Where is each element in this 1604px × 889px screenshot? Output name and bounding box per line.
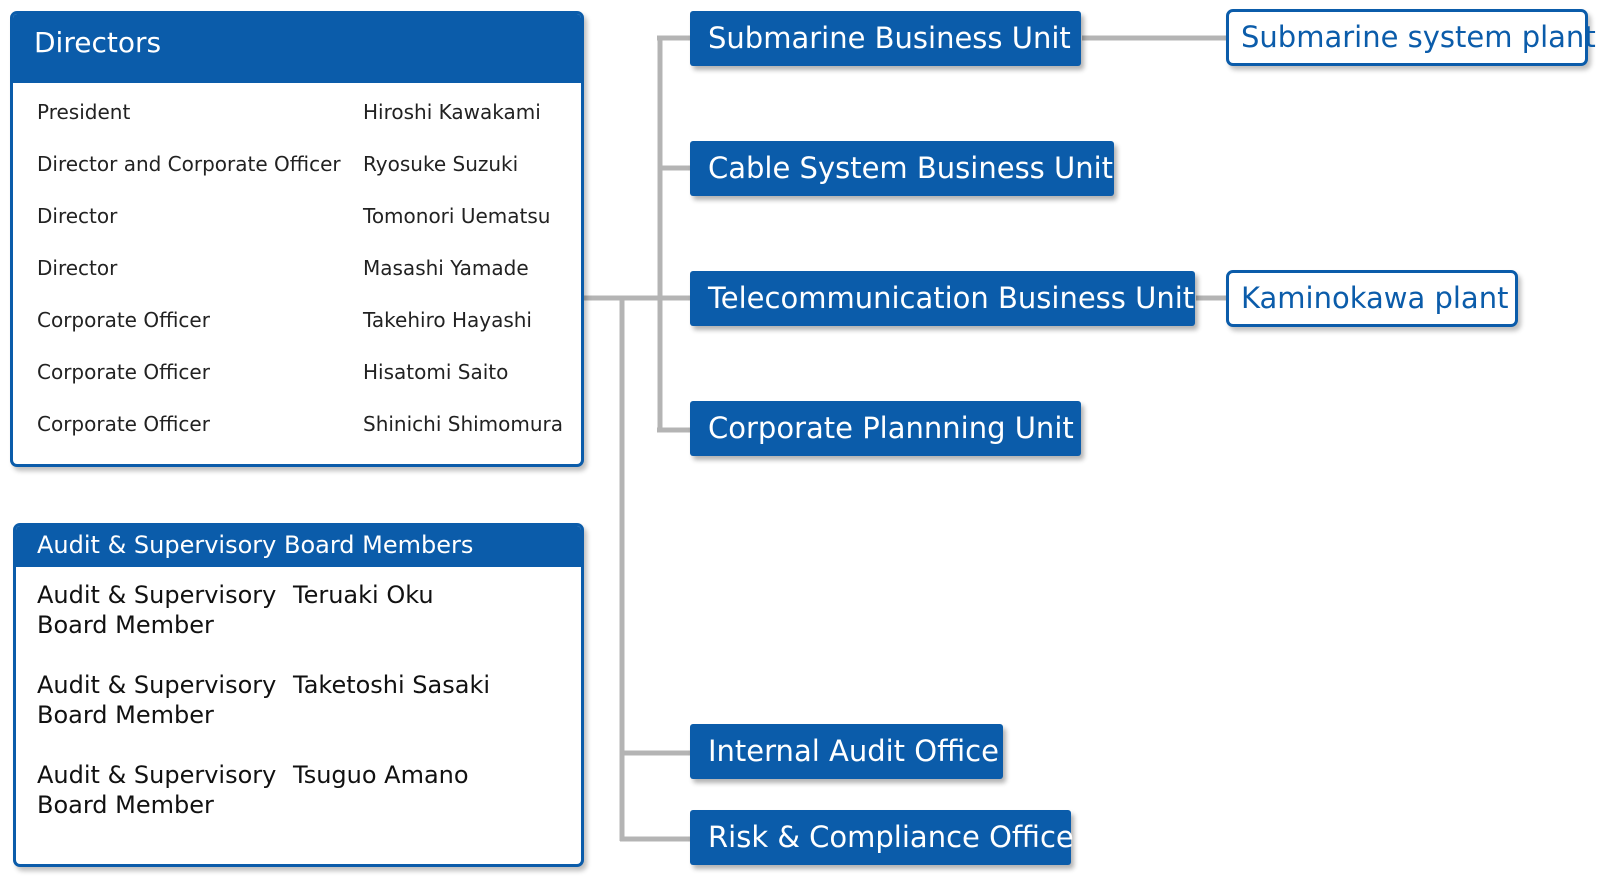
directors-title: Directors [13,14,581,83]
director-role: President [37,100,131,124]
unit-internal-audit-office: Internal Audit Office [690,724,1003,779]
director-role: Director and Corporate Officer [37,152,341,176]
director-name: Ryosuke Suzuki [363,152,519,176]
director-name: Tomonori Uematsu [363,204,551,228]
director-name: Masashi Yamade [363,256,529,280]
director-name: Shinichi Shimomura [363,412,564,436]
unit-corporate-planning: Corporate Plannning Unit [690,401,1081,456]
director-name: Hisatomi Saito [363,360,509,384]
director-role: Corporate Officer [37,360,210,384]
director-role: Corporate Officer [37,412,210,436]
director-role: Director [37,204,118,228]
director-role: Director [37,256,118,280]
plant-submarine-system: Submarine system plant [1226,9,1596,66]
audit-member-name: Teruaki Oku [293,581,434,609]
unit-submarine-business: Submarine Business Unit [690,11,1081,66]
unit-telecommunication-business: Telecommunication Business Unit [690,271,1195,326]
director-role: Corporate Officer [37,308,210,332]
audit-member-role: Audit & Supervisory Board Member [37,581,277,639]
audit-member-role: Audit & Supervisory Board Member [37,761,277,819]
directors-panel: Directors President Hiroshi Kawakami Dir… [10,11,584,467]
audit-board-title: Audit & Supervisory Board Members [16,526,581,567]
unit-risk-compliance-office: Risk & Compliance Office [690,810,1074,865]
director-name: Hiroshi Kawakami [363,100,541,124]
audit-member-name: Tsuguo Amano [293,761,469,789]
unit-cable-system-business: Cable System Business Unit [690,141,1114,196]
audit-member-name: Taketoshi Sasaki [293,671,491,699]
plant-kaminokawa: Kaminokawa plant [1226,270,1518,327]
audit-board-panel: Audit & Supervisory Board Members Audit … [13,523,584,867]
audit-member-role: Audit & Supervisory Board Member [37,671,277,729]
director-name: Takehiro Hayashi [363,308,532,332]
